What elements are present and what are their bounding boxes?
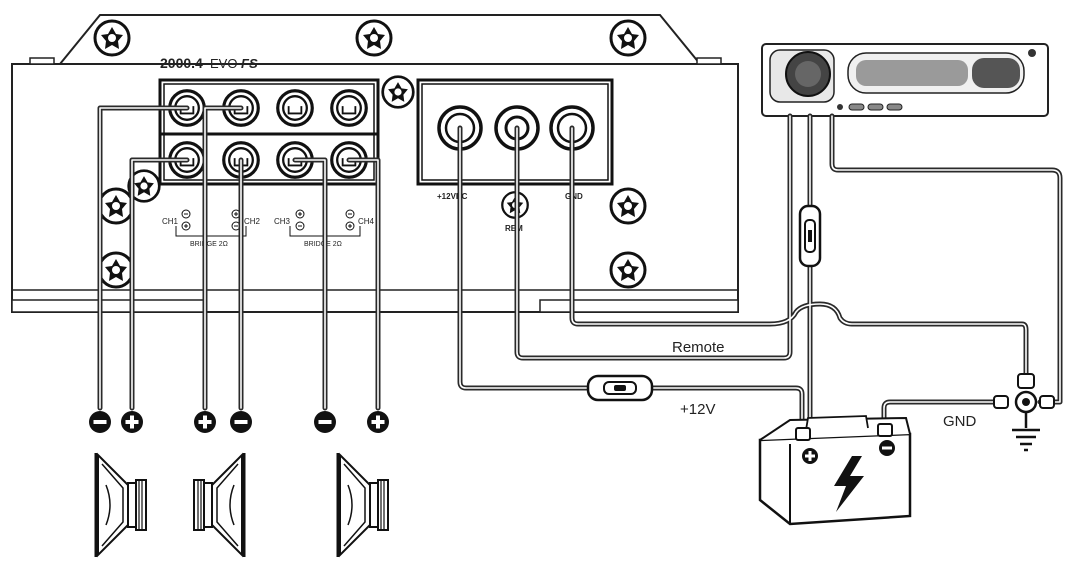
amplifier-model-suffix: FS: [241, 56, 258, 71]
channel-label-ch1: CH1: [162, 217, 179, 226]
screw-icon: [97, 251, 135, 289]
polarity-markers: [89, 411, 389, 433]
amplifier-tab-right: [696, 57, 722, 65]
plus-icon: [121, 411, 143, 433]
ground-junction: [993, 373, 1055, 428]
speaker-terminal-block: [158, 78, 380, 186]
plus-mark-icon: [295, 209, 305, 219]
plus-icon: [367, 411, 389, 433]
minus-icon: [314, 411, 336, 433]
minus-mark-icon: [181, 209, 191, 219]
screw-icon: [609, 187, 647, 225]
battery-negative-terminal: [877, 423, 893, 437]
wire-label-plus12v: +12V: [680, 401, 715, 418]
screw-icon: [609, 251, 647, 289]
amplifier-foot-left: [11, 299, 207, 313]
channel-labels: CH1 CH2 CH3 CH4 BRIDGE 2Ω BRIDGE 2Ω: [162, 209, 375, 248]
channel-label-ch2: CH2: [244, 217, 261, 226]
channel-label-ch4: CH4: [358, 217, 375, 226]
wire-label-gnd: GND: [943, 413, 977, 430]
wire-label-remote: Remote: [672, 339, 725, 356]
power-label-rem: REM: [505, 224, 523, 233]
screw-icon: [355, 19, 393, 57]
minus-mark-icon: [295, 221, 305, 231]
speaker-icon: [336, 451, 390, 559]
plus-mark-icon: [345, 221, 355, 231]
amplifier-model-number: 2000.4: [160, 55, 203, 71]
minus-mark-icon: [345, 209, 355, 219]
minus-icon: [89, 411, 111, 433]
lightning-bolt-icon: [834, 456, 864, 512]
fuse-plus12v-icon: [586, 374, 654, 402]
battery-positive-terminal: [795, 427, 811, 441]
head-unit: [761, 43, 1049, 117]
amplifier-foot-right: [539, 299, 739, 313]
screw-icon: [381, 75, 415, 109]
speaker-terminal: [276, 89, 314, 127]
plus-mark-icon: [181, 221, 191, 231]
amplifier-tab-left: [29, 57, 55, 65]
amplifier: 2000.4 EVO FS CH1 CH2 CH3 CH4: [11, 14, 739, 313]
power-label-plus12: +12VDC: [437, 192, 468, 201]
channel-label-ch3: CH3: [274, 217, 291, 226]
speaker-terminal: [330, 89, 368, 127]
wires: [97, 105, 1063, 439]
speaker-icon: [94, 451, 148, 559]
ground-symbol-icon: [1012, 428, 1040, 452]
screw-icon: [609, 19, 647, 57]
screw-icon: [97, 187, 135, 225]
plus-icon: [194, 411, 216, 433]
bridge-label-1: BRIDGE 2Ω: [190, 241, 228, 248]
amplifier-model-series: EVO: [210, 56, 237, 71]
screw-icon: [93, 19, 131, 57]
minus-icon: [230, 411, 252, 433]
fuse-head-unit-icon: [798, 204, 822, 268]
speaker-icon: [192, 451, 246, 559]
battery: [758, 415, 912, 526]
